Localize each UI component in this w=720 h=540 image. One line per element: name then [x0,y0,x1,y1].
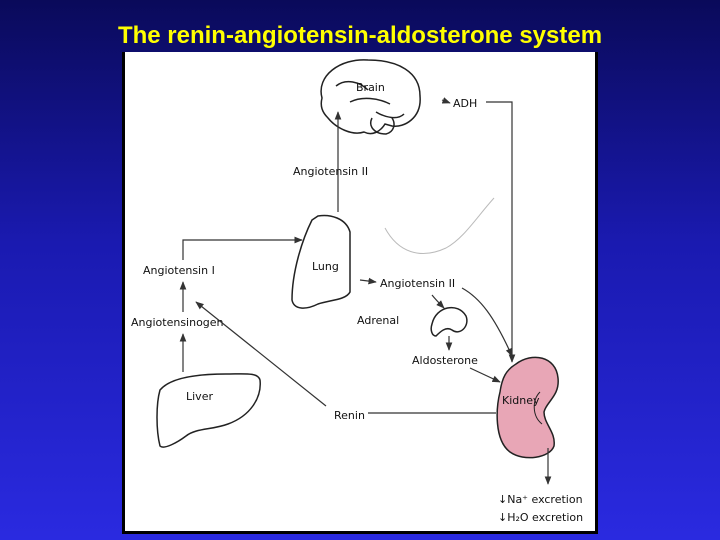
brain-to-adh-arrow [441,97,451,104]
angiotensin-i-label: Angiotensin I [143,264,215,277]
brain-label: Brain [356,81,385,94]
liver-label: Liver [186,390,213,403]
angiotensin-ii-mid-label: Angiotensin II [380,277,455,290]
brain-icon [320,59,421,135]
decorative-curve [384,197,495,254]
lung-label: Lung [312,260,339,273]
angiotensin-i-to-lung-arrow [182,236,303,260]
kidney-icon [496,356,559,459]
adrenal-icon [430,306,468,337]
angiotensinogen-label: Angiotensinogen [131,316,224,329]
aldosterone-to-kidney-arrow [469,367,501,383]
lung-to-angiotensin-ii-arrow [359,277,377,285]
lung-icon [291,214,351,309]
angiotensin-ii-to-adrenal-arrow [431,294,445,309]
adrenal-label: Adrenal [357,314,399,327]
renin-label: Renin [334,409,365,422]
adh-label: ADH [453,97,477,110]
h2o-excretion-label: ↓H₂O excretion [498,511,583,524]
slide-title: The renin-angiotensin-aldosterone system [117,22,603,49]
renin-to-angiotensinogen-arrow [195,301,327,407]
adh-to-kidney-arrow [486,101,516,363]
angiotensin-ii-to-kidney-arrow [461,287,513,357]
aldosterone-label: Aldosterone [412,354,478,367]
na-excretion-label: ↓Na⁺ excretion [498,493,583,506]
liver-icon [156,373,261,448]
angiotensin-ii-top-label: Angiotensin II [293,165,368,178]
kidney-label: Kidney [502,394,540,407]
